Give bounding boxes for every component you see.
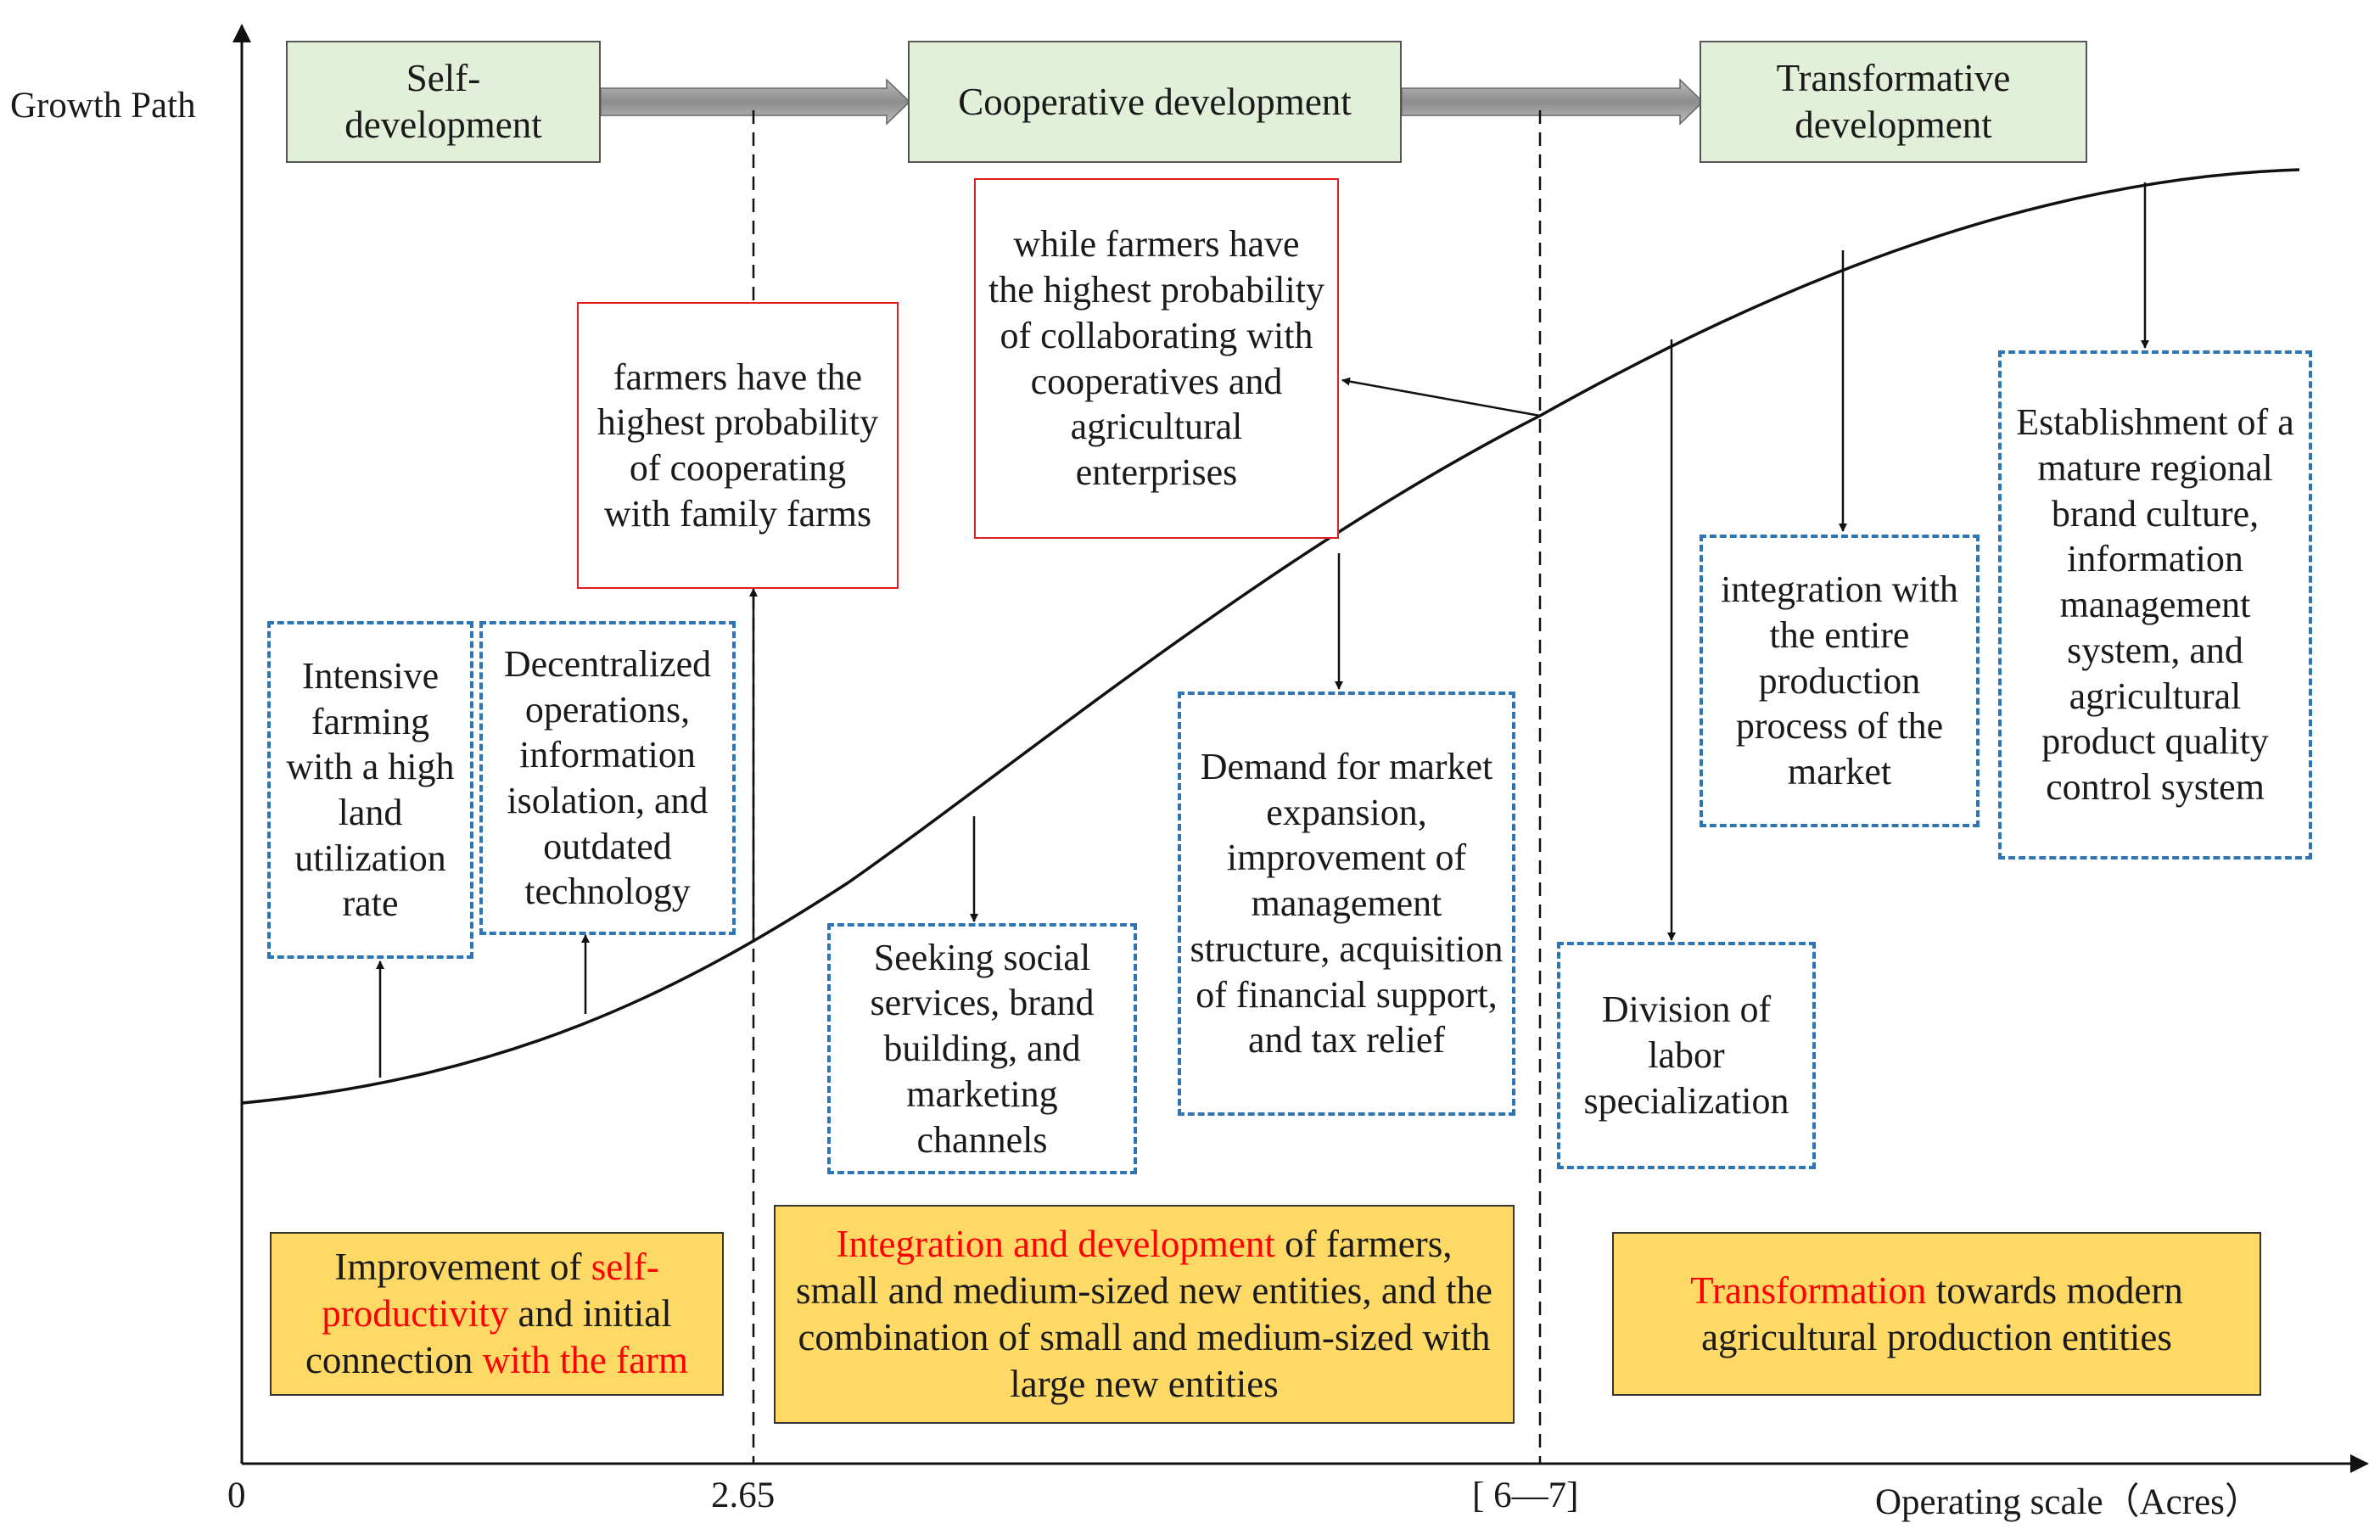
note-cooperatives-text: while farmers have the highest probabili… <box>988 223 1324 493</box>
summary-stage-2: Integration and development of farmers, … <box>774 1205 1515 1424</box>
stage-arrow-2 <box>1401 78 1705 126</box>
summary-2-part-1: of farmers, small and medium-sized new e… <box>795 1223 1493 1405</box>
stage-transformative-label: Transformative development <box>1776 57 2011 146</box>
feature-market-expansion-demand: Demand for market expansion, improvement… <box>1178 692 1515 1116</box>
stage-self-label: Self- development <box>344 57 542 146</box>
x-axis-label: Operating scale（Acres） <box>1875 1482 2261 1522</box>
tick-6-7: [ 6—7] <box>1472 1476 1579 1515</box>
summary-1-highlight-1: self-productivity <box>322 1246 659 1336</box>
summary-1-part-2: and initial connection <box>305 1292 672 1381</box>
feature-social-text: Seeking social services, brand building,… <box>870 936 1095 1161</box>
tick-2-65: 2.65 <box>711 1476 776 1515</box>
tick-zero: 0 <box>227 1476 246 1515</box>
stage-arrow-1 <box>600 78 911 126</box>
summary-1-highlight-2: with the farm <box>482 1338 689 1381</box>
note-cooperatives: while farmers have the highest probabili… <box>974 178 1339 539</box>
summary-stage-1-text: Improvement of self-productivity and ini… <box>282 1244 712 1384</box>
summary-2-highlight-1: Integration and development <box>836 1223 1275 1266</box>
feature-decentralized-operations: Decentralized operations, information is… <box>479 621 736 935</box>
feature-intensive-text: Intensive farming with a high land utili… <box>286 654 455 925</box>
summary-stage-2-text: Integration and development of farmers, … <box>791 1221 1498 1408</box>
note-family-farms: farmers have the highest probability of … <box>577 302 899 589</box>
feature-division-of-labor: Division of labor specialization <box>1557 942 1816 1169</box>
stage-cooperative-label: Cooperative development <box>958 80 1352 123</box>
feature-decentralized-text: Decentralized operations, information is… <box>503 642 712 913</box>
feature-integration-text: integration with the entire production p… <box>1721 568 1958 792</box>
feature-seeking-social-services: Seeking social services, brand building,… <box>827 923 1137 1174</box>
note-family-farms-text: farmers have the highest probability of … <box>596 356 879 535</box>
feature-demand-text: Demand for market expansion, improvement… <box>1190 746 1504 1061</box>
summary-3-highlight-1: Transformation <box>1690 1268 1927 1312</box>
feature-division-text: Division of labor specialization <box>1583 988 1789 1122</box>
feature-production-integration: integration with the entire production p… <box>1700 535 1980 827</box>
y-axis-label: Growth Path <box>10 86 196 126</box>
summary-stage-3: Transformation towards modern agricultur… <box>1612 1232 2261 1396</box>
summary-1-part-1: Improvement of <box>334 1246 591 1289</box>
summary-3-part-1: towards modern agricultural production e… <box>1701 1268 2183 1358</box>
feature-brand-text: Establishment of a mature regional brand… <box>2016 401 2294 808</box>
feature-intensive-farming: Intensive farming with a high land utili… <box>267 621 473 959</box>
summary-stage-1: Improvement of self-productivity and ini… <box>270 1232 724 1396</box>
growth-curve <box>241 168 2300 1105</box>
summary-stage-3-text: Transformation towards modern agricultur… <box>1639 1268 2234 1361</box>
arrow-to-cooperative-note <box>1341 377 1541 417</box>
feature-regional-brand-culture: Establishment of a mature regional brand… <box>1998 350 2312 860</box>
stage-self-development: Self- development <box>286 41 601 163</box>
stage-cooperative-development: Cooperative development <box>908 41 1402 163</box>
stage-transformative-development: Transformative development <box>1700 41 2087 163</box>
